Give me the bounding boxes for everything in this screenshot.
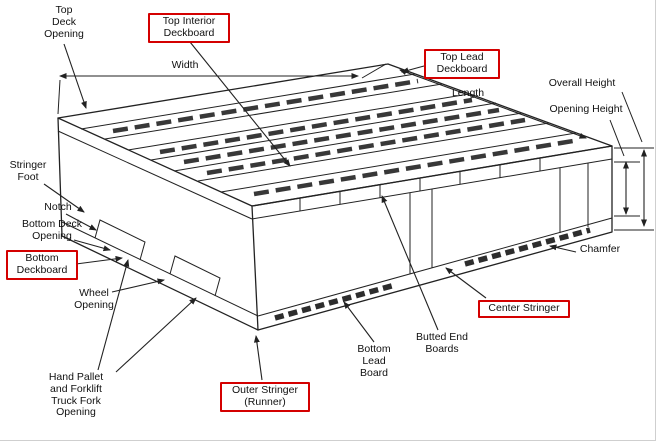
label-bottom-deckboard: Bottom Deckboard <box>6 250 78 280</box>
label-stringer-foot: Stringer Foot <box>9 159 47 183</box>
label-top-deck-opening: Top Deck Opening <box>44 4 84 40</box>
label-wheel-opening: Wheel Opening <box>74 287 114 311</box>
leader-butted-end-boards <box>381 195 439 331</box>
label-length: Length <box>451 87 485 99</box>
label-width: Width <box>171 59 199 71</box>
label-butted-end-boards: Butted End Boards <box>416 331 468 355</box>
leader-bottom-lead-board <box>343 301 375 343</box>
label-bottom-lead-board: Bottom Lead Board <box>357 343 391 379</box>
dimension-arrows <box>57 63 654 231</box>
leader-fork-opening-2 <box>115 297 197 373</box>
label-chamfer: Chamfer <box>579 243 621 255</box>
label-center-stringer: Center Stringer <box>478 300 570 318</box>
label-bottom-deck-opening: Bottom Deck Opening <box>21 218 83 242</box>
leader-notch <box>65 213 97 231</box>
leader-bottom-deckboard <box>75 255 123 265</box>
leader-top-deck-opening <box>63 43 87 109</box>
label-outer-stringer: Outer Stringer (Runner) <box>220 382 310 412</box>
leader-top-lead-deckboard <box>401 65 425 74</box>
label-opening-height: Opening Height <box>549 103 623 115</box>
label-top-lead-deckboard: Top Lead Deckboard <box>424 49 500 79</box>
pallet-right-face <box>251 145 613 331</box>
leader-center-stringer <box>445 267 487 299</box>
leader-top-interior-deckboard <box>189 41 291 167</box>
leader-lines <box>43 41 577 381</box>
length-dimension-arrow <box>399 69 587 139</box>
label-overall-height: Overall Height <box>548 77 616 89</box>
label-notch: Notch <box>44 201 72 213</box>
label-hand-pallet-fork-opening: Hand Pallet and Forklift Truck Fork Open… <box>48 371 104 419</box>
leader-fork-opening-1 <box>97 259 130 371</box>
leader-outer-stringer <box>253 335 263 381</box>
leader-wheel-opening <box>111 278 165 293</box>
pallet-top-deck <box>57 63 613 207</box>
leader-bottom-deck-opening <box>73 239 111 252</box>
label-top-interior-deckboard: Top Interior Deckboard <box>148 13 230 43</box>
leader-chamfer <box>549 244 577 253</box>
leader-stringer-foot <box>43 183 85 213</box>
